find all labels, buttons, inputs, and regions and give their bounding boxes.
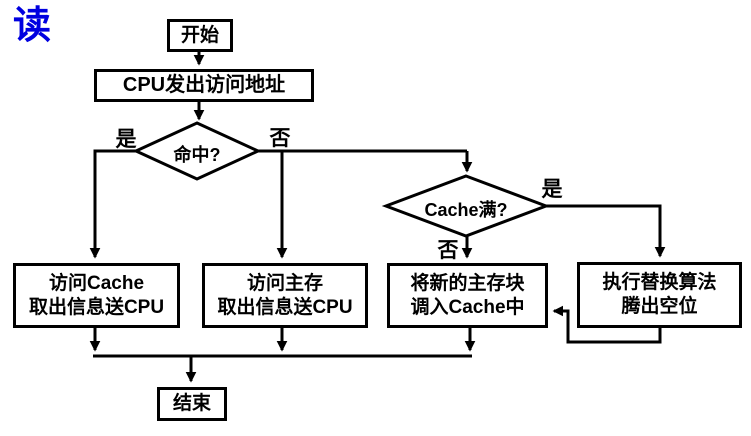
access-main-memory-line1: 访问主存 bbox=[246, 272, 323, 294]
replace-algorithm-line2: 腾出空位 bbox=[621, 296, 698, 317]
page-title: 读 bbox=[13, 5, 52, 47]
edge-replace-algo-to-load-block bbox=[552, 305, 662, 344]
hit-decision-label: 命中? bbox=[173, 145, 221, 165]
replace-algorithm-node: 执行替换算法 腾出空位 bbox=[577, 262, 742, 328]
cache-full-no-label: 否 bbox=[437, 239, 459, 262]
access-cache-line1: 访问Cache bbox=[48, 272, 145, 294]
access-main-memory-line2: 取出信息送CPU bbox=[217, 296, 353, 318]
access-cache-node: 访问Cache 取出信息送CPU bbox=[13, 263, 180, 328]
load-block-node: 将新的主存块 调入Cache中 bbox=[387, 263, 548, 328]
start-node-label: 开始 bbox=[180, 24, 219, 46]
cpu-issue-address-label: CPU发出访问地址 bbox=[122, 74, 286, 96]
access-main-memory-node: 访问主存 取出信息送CPU bbox=[202, 263, 368, 328]
edge-full-yes-to-replace-algo bbox=[542, 204, 666, 258]
edge-hit-yes-to-access-cache bbox=[89, 149, 142, 259]
cache-full-decision-diamond bbox=[381, 174, 551, 238]
cache-full-decision-label: Cache满? bbox=[424, 200, 508, 220]
access-cache-line2: 取出信息送CPU bbox=[28, 296, 165, 318]
replace-algorithm-line1: 执行替换算法 bbox=[602, 272, 717, 294]
hit-no-label: 否 bbox=[269, 127, 291, 150]
cache-full-yes-label: 是 bbox=[541, 178, 563, 201]
start-node: 开始 bbox=[167, 19, 233, 52]
hit-yes-label: 是 bbox=[115, 128, 137, 151]
hit-decision-diamond bbox=[132, 121, 262, 181]
end-node-label: 结束 bbox=[172, 393, 211, 415]
cpu-issue-address-node: CPU发出访问地址 bbox=[94, 69, 314, 102]
load-block-line1: 将新的主存块 bbox=[410, 272, 525, 294]
end-node: 结束 bbox=[157, 387, 227, 421]
load-block-line2: 调入Cache中 bbox=[410, 296, 525, 318]
